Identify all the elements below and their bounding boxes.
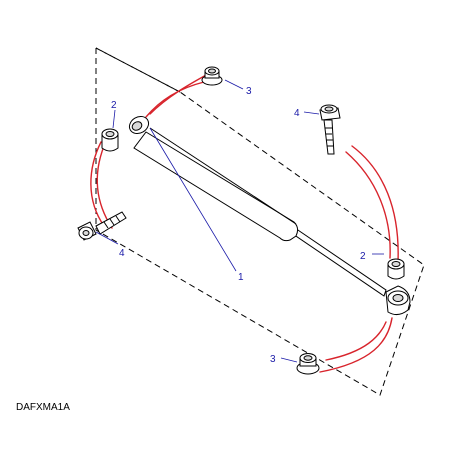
damper-part xyxy=(128,115,411,316)
bush-top-part xyxy=(201,66,223,86)
spacer-right-part xyxy=(387,258,405,280)
callout-spacer-left: 2 xyxy=(111,100,117,111)
callout-bush-top: 3 xyxy=(246,86,252,97)
callout-leaders xyxy=(95,79,384,363)
callout-bolt-bottom: 4 xyxy=(119,248,125,259)
damper-rod xyxy=(289,225,387,297)
spacer-left-part xyxy=(101,128,119,152)
callout-damper: 1 xyxy=(238,272,244,283)
assembly-boundary xyxy=(95,47,425,396)
bolt-top-part xyxy=(319,104,341,155)
callout-bolt-top: 4 xyxy=(294,108,300,119)
diagram-caption: DAFXMA1A xyxy=(16,402,70,413)
callout-bush-bottom: 3 xyxy=(270,354,276,365)
relation-lines xyxy=(90,73,399,373)
bush-bottom-part xyxy=(296,353,320,375)
bolt-bottom-part xyxy=(77,211,127,241)
assembly-boundary-edge xyxy=(95,47,181,93)
callout-spacer-right: 2 xyxy=(360,251,366,262)
damper-cylinder xyxy=(133,131,299,242)
